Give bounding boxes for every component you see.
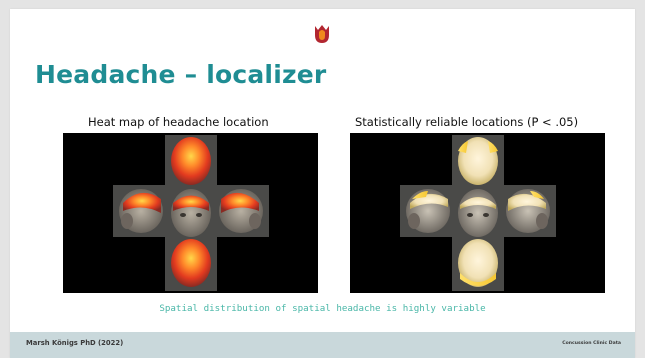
reliable-locations-figure <box>350 133 605 293</box>
footer-bar: Marsh Königs PhD (2022) Concussion Clini… <box>10 332 635 358</box>
head-front-view <box>165 185 217 237</box>
heatmap-figure <box>63 133 318 293</box>
head-right-view <box>504 185 556 237</box>
slide-note: Spatial distribution of spatial headache… <box>159 303 486 314</box>
head-back-view <box>452 237 504 291</box>
reliable-locations-caption: Statistically reliable locations (P < .0… <box>355 115 579 129</box>
slide: Headache – localizer Heat map of headach… <box>10 9 635 358</box>
head-top-view <box>165 135 217 185</box>
head-left-view <box>400 185 452 237</box>
head-right-view <box>217 185 269 237</box>
head-back-view <box>165 237 217 291</box>
slide-title: Headache – localizer <box>35 60 327 89</box>
head-top-view <box>452 135 504 185</box>
footer-source: Concussion Clinic Data <box>562 341 621 346</box>
tulip-logo-icon <box>315 25 329 43</box>
footer-author: Marsh Königs PhD (2022) <box>26 339 124 347</box>
head-front-view <box>452 185 504 237</box>
heatmap-caption: Heat map of headache location <box>88 115 269 129</box>
head-left-view <box>113 185 165 237</box>
